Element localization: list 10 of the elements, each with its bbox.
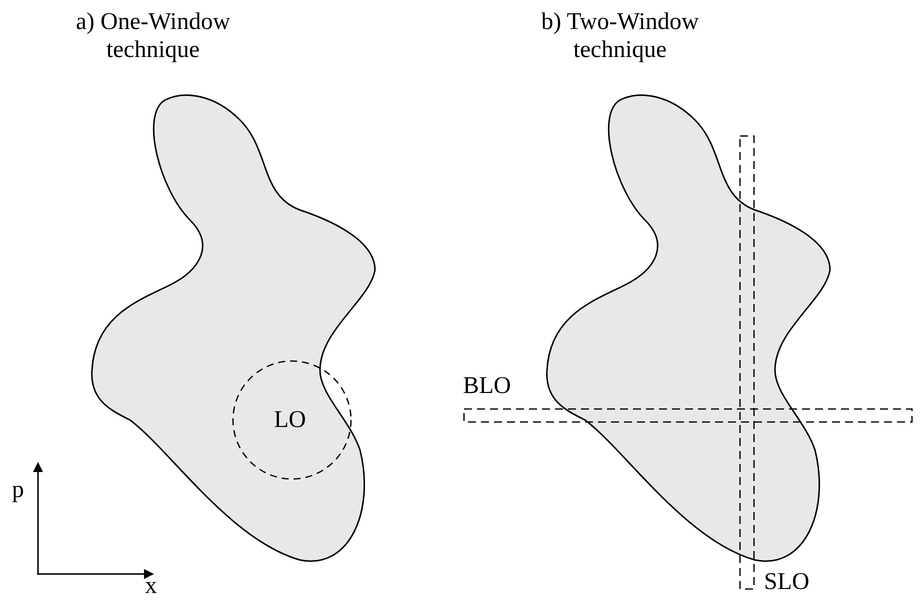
axis-label: x (145, 572, 157, 600)
panel-caption: a) One-Window technique (74, 8, 232, 64)
scan-window (463, 408, 913, 423)
dashed-circle (232, 360, 352, 480)
scan-window (739, 135, 755, 590)
panel-caption: b) Two-Window technique (540, 8, 700, 64)
window-label: BLO (463, 372, 511, 400)
window-label: SLO (764, 568, 810, 596)
window-label: LO (274, 406, 306, 434)
axis-label: p (12, 476, 24, 504)
